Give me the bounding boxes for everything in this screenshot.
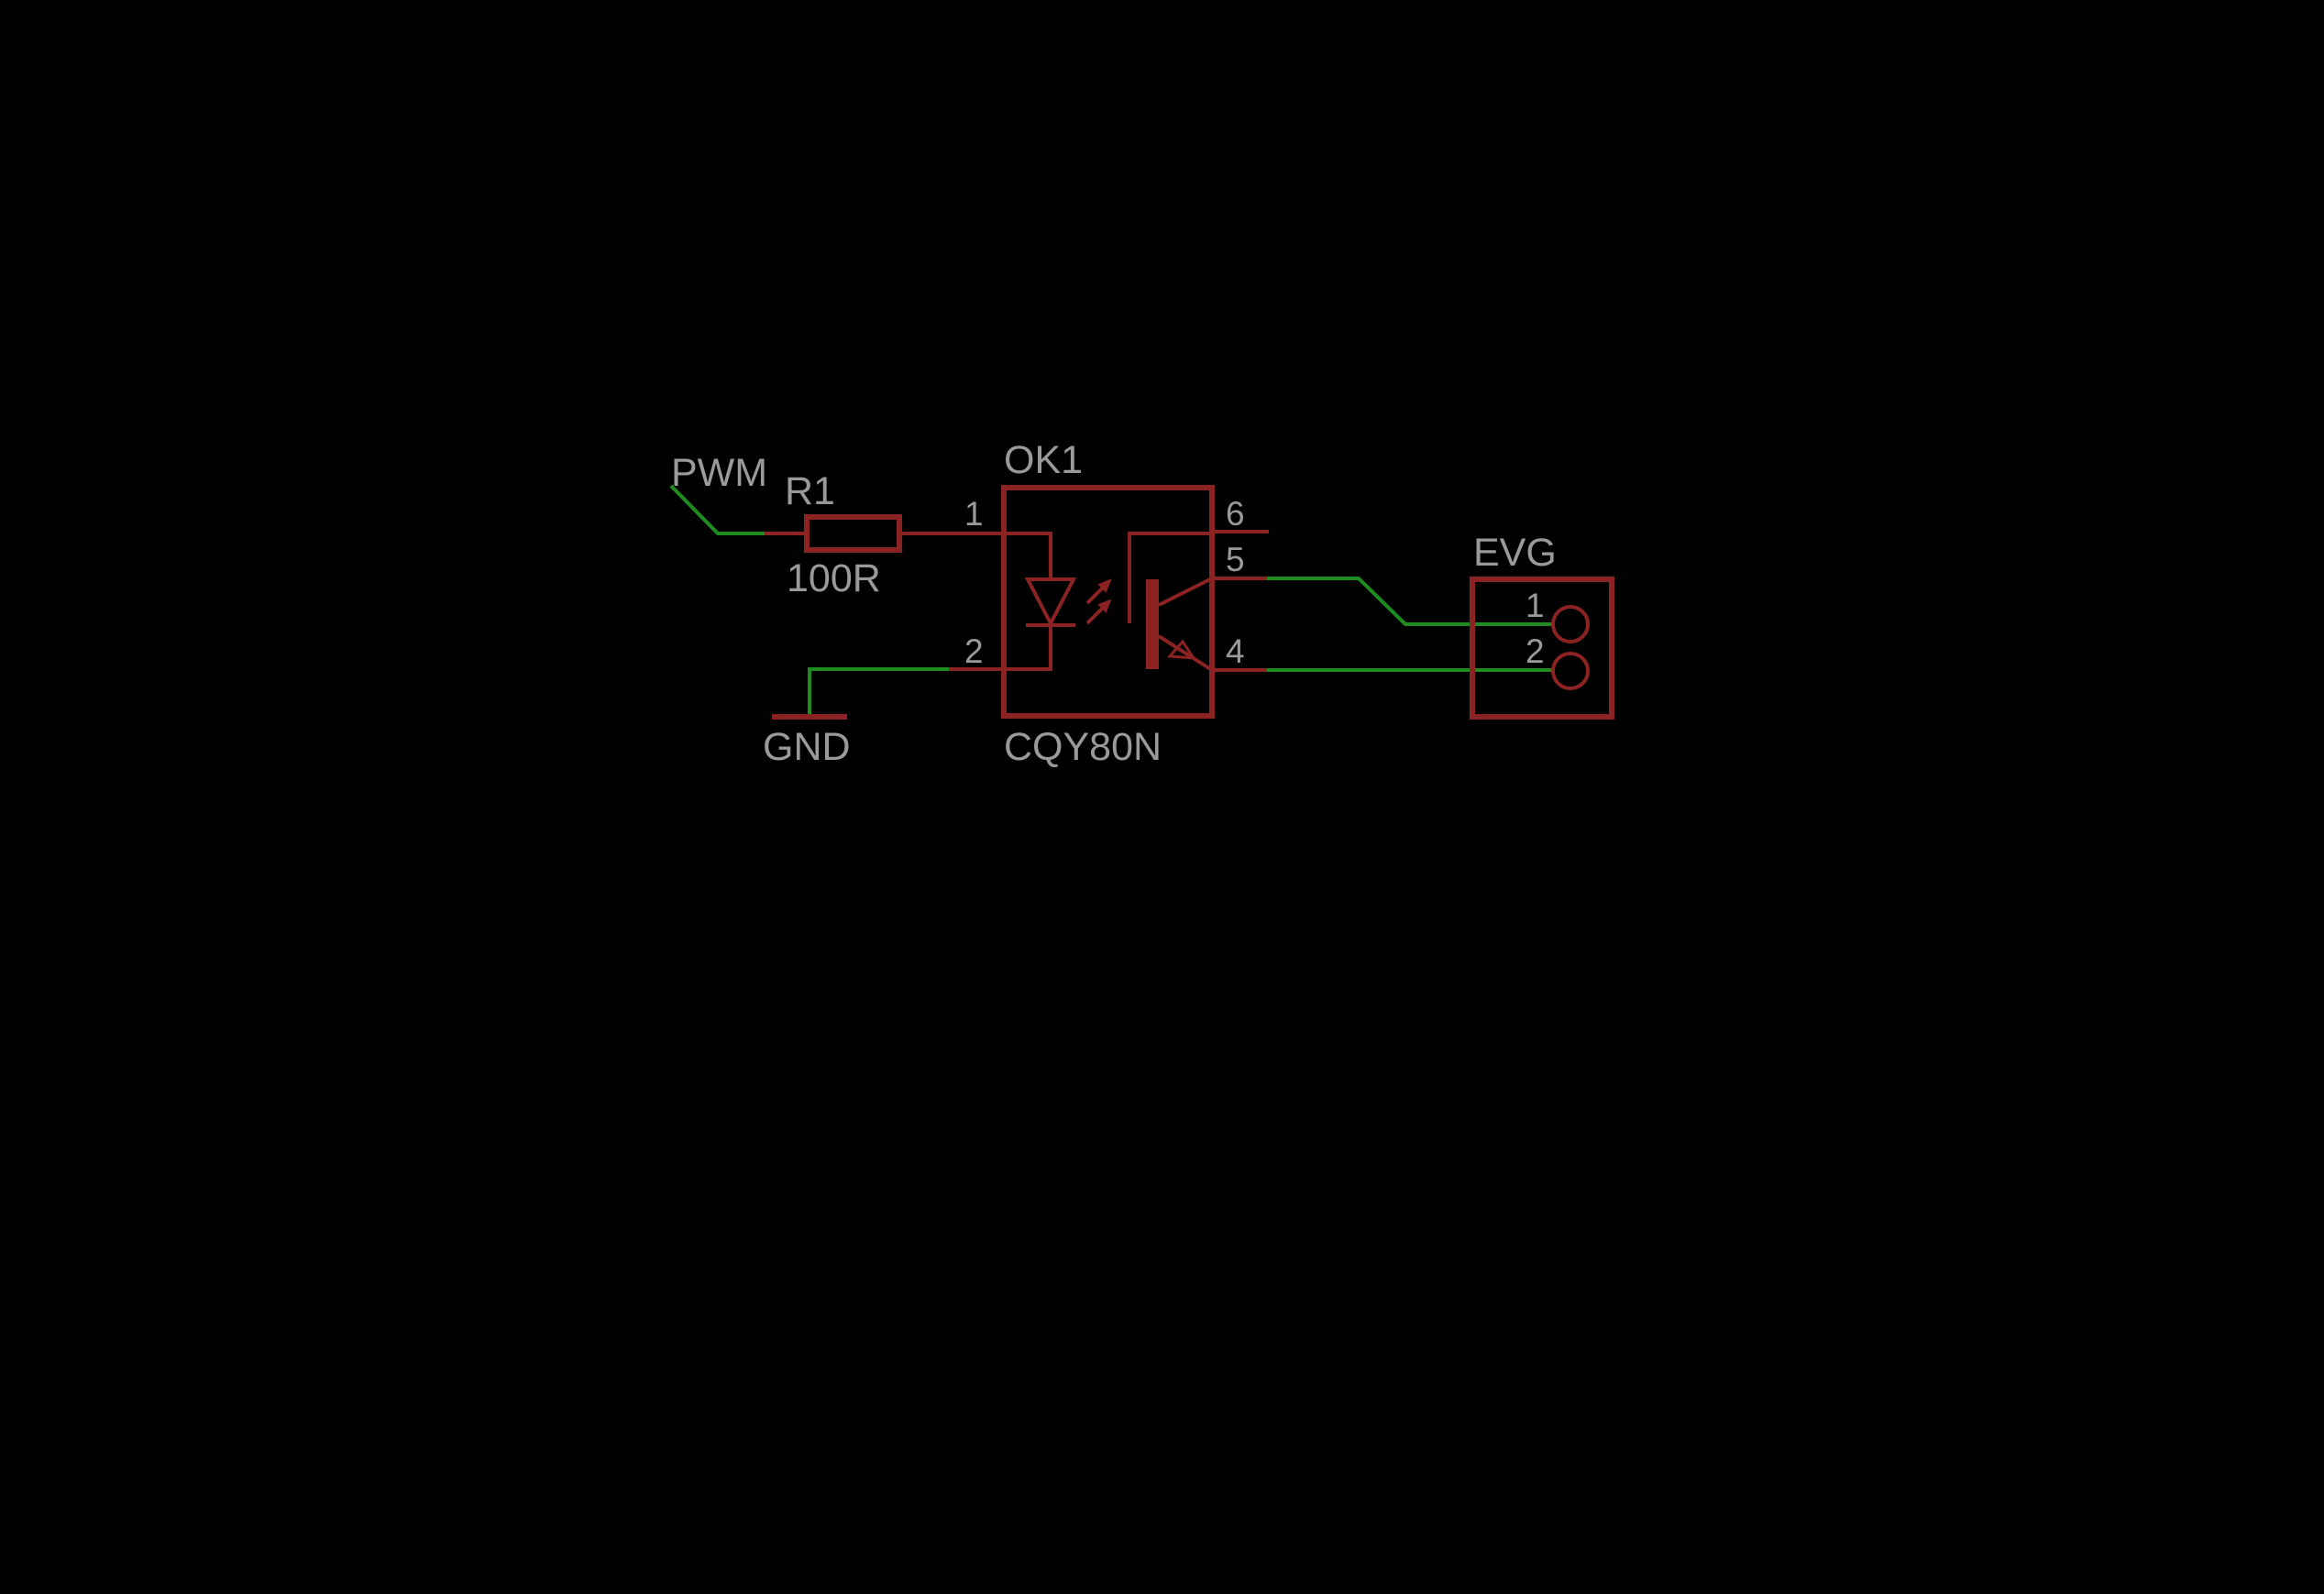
opto-pin-label-4: 4 (1226, 632, 1245, 670)
transistor-emitter (1157, 634, 1214, 672)
connector-pin-2-icon[interactable] (1551, 652, 1590, 690)
light-arrows-icon (1085, 578, 1112, 625)
led-cathode-wire (1004, 625, 1052, 671)
net-label-gnd: GND (763, 725, 851, 769)
transistor-base-wire (1128, 532, 1212, 623)
resistor-name: R1 (785, 469, 835, 513)
opto-pin-label-6: 6 (1226, 495, 1245, 533)
wires (669, 484, 1554, 717)
wire-gnd[interactable] (808, 667, 949, 717)
optocoupler-ok1[interactable] (949, 485, 1269, 719)
connector-pin-label-2: 2 (1525, 632, 1545, 670)
emitter-arrow-icon (1166, 639, 1196, 660)
optocoupler-body (1001, 485, 1215, 719)
led-diode-icon (1024, 577, 1077, 628)
wire-pwm[interactable] (669, 484, 765, 535)
led-anode-wire (1004, 532, 1052, 579)
transistor-collector (1158, 577, 1213, 607)
optocoupler-value: CQY80N (1004, 725, 1162, 769)
wire-pin5-to-evg1[interactable] (1265, 577, 1554, 626)
opto-pin-label-5: 5 (1226, 541, 1245, 578)
connector-pin-label-1: 1 (1525, 587, 1545, 624)
connector-pin-1-icon[interactable] (1551, 605, 1590, 643)
resistor-r1[interactable] (765, 514, 1004, 553)
resistor-value: 100R (787, 556, 881, 600)
opto-pin-label-2: 2 (964, 632, 984, 670)
connector-evg[interactable] (1470, 577, 1614, 720)
connector-body (1470, 577, 1614, 720)
optocoupler-name: OK1 (1004, 438, 1083, 482)
opto-pin-label-1: 1 (964, 495, 984, 533)
net-label-pwm: PWM (671, 451, 767, 495)
resistor-body (804, 514, 902, 553)
connector-name: EVG (1473, 531, 1557, 575)
